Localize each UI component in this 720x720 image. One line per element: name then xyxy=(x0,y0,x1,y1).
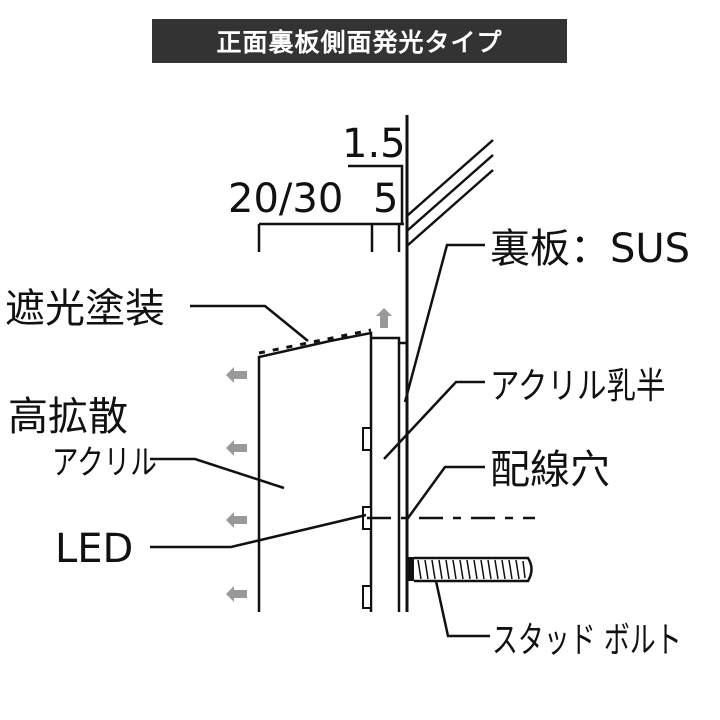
leader-acrylic-milky xyxy=(383,380,485,460)
wall-hatch-2 xyxy=(407,154,494,231)
leader-diffusion xyxy=(150,457,285,490)
leader-stud-bolt xyxy=(434,580,490,638)
dim-1.5: 1.5 xyxy=(342,121,406,167)
arrow-left-icon xyxy=(226,367,247,383)
dim-20-30: 20/30 xyxy=(228,176,343,222)
leader-back-plate xyxy=(403,243,485,403)
arrow-up-icon xyxy=(376,308,392,328)
label-acrylic-milky: アクリル乳半 xyxy=(490,364,666,407)
label-wiring-hole: 配線穴 xyxy=(490,447,610,493)
label-high-diffusion: 高拡散 xyxy=(8,394,128,440)
label-led: LED xyxy=(55,526,133,572)
light-arrows xyxy=(226,308,392,602)
led-module-1 xyxy=(362,427,372,451)
wall-hatch-3 xyxy=(407,169,494,246)
light-block-coating xyxy=(258,328,372,355)
label-high-diffusion-acrylic: アクリル xyxy=(52,444,157,483)
stud-bolt-thread xyxy=(417,559,526,580)
diagram-title: 正面裏板側面発光タイプ xyxy=(216,28,503,57)
title-bar: 正面裏板側面発光タイプ xyxy=(152,19,567,63)
label-stud-bolt: スタッド ボルト xyxy=(492,620,682,661)
dim-5: 5 xyxy=(373,176,398,222)
acrylic-milky-panel xyxy=(371,336,401,612)
arrow-left-icon xyxy=(226,440,247,456)
stud-bolt-head xyxy=(408,557,414,581)
label-back-plate: 裏板：SUS xyxy=(490,226,690,272)
leader-wiring-hole xyxy=(406,465,485,519)
wall-hatch-1 xyxy=(407,139,494,216)
dim-1.5-leader xyxy=(348,164,404,224)
front-acrylic xyxy=(257,331,373,612)
leader-led xyxy=(150,513,367,549)
led-module-3 xyxy=(362,585,372,609)
leader-coating xyxy=(190,304,309,342)
arrow-left-icon xyxy=(226,512,247,528)
label-light-block-coating: 遮光塗装 xyxy=(5,286,165,332)
arrow-left-icon xyxy=(226,586,247,602)
